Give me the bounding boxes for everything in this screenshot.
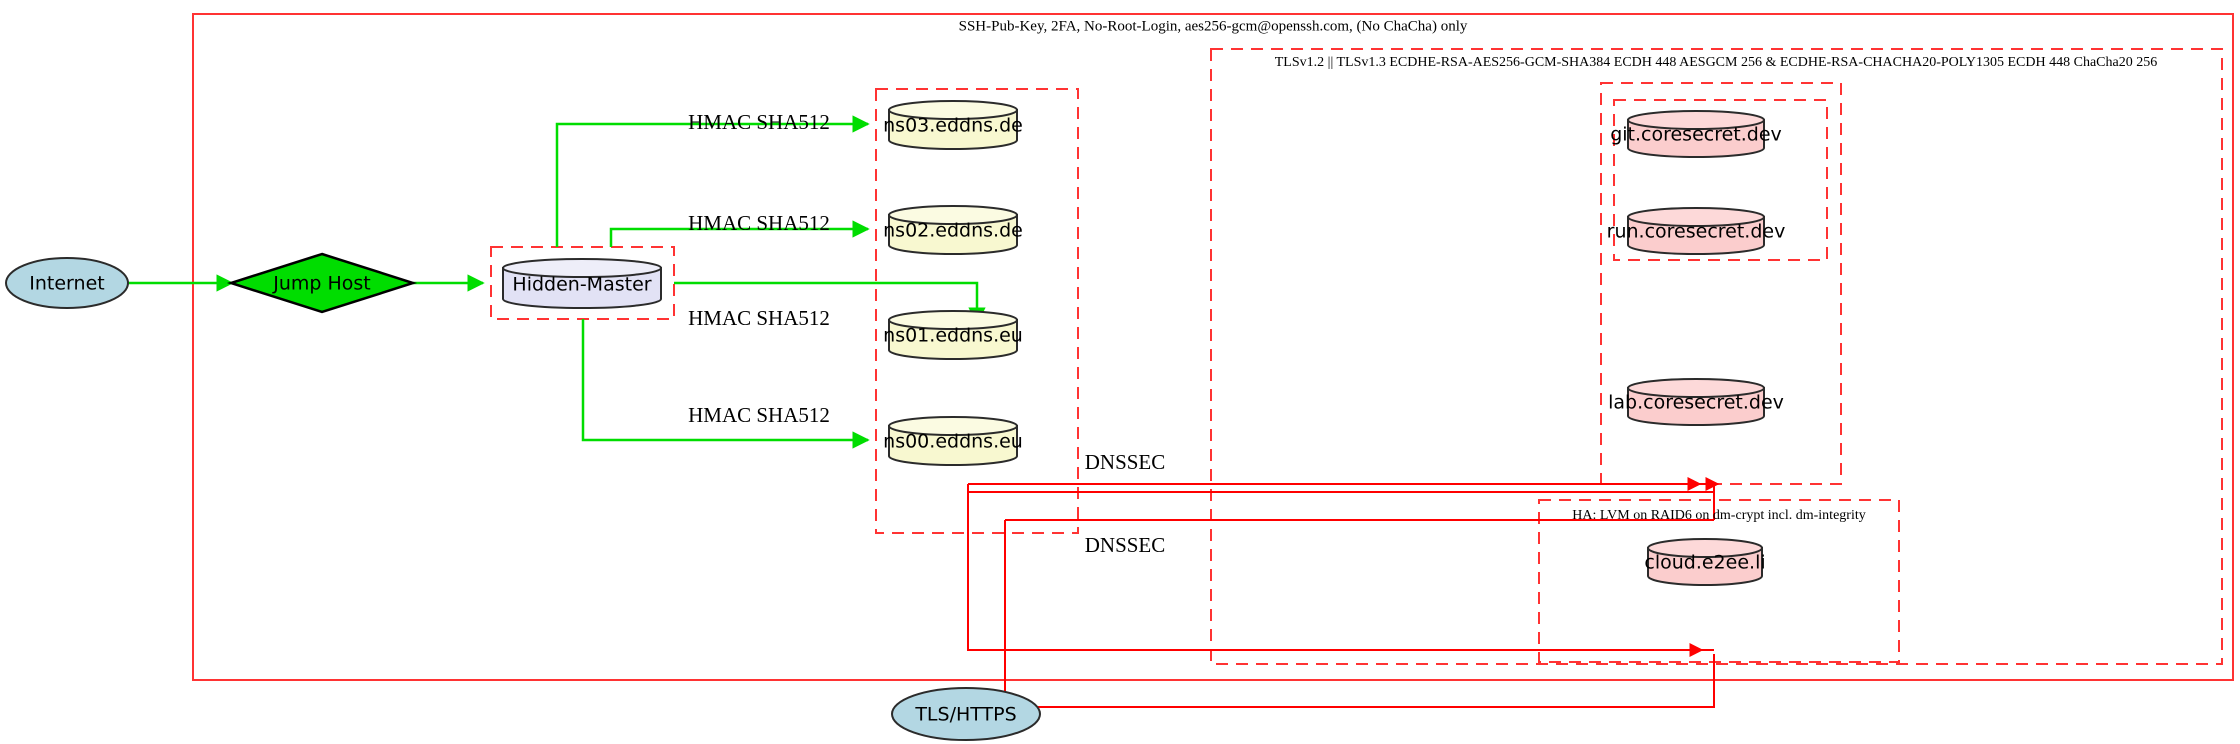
ns02-body bbox=[888, 214, 1018, 255]
edge-master-to-ns00 bbox=[581, 319, 870, 449]
ns00-body bbox=[888, 425, 1018, 466]
cloud-label: cloud.e2ee.li bbox=[1644, 552, 1765, 574]
red-route-a bbox=[967, 484, 1714, 651]
edge-label-dnssec-upper: DNSSEC bbox=[1085, 450, 1166, 474]
hidden-master-top bbox=[502, 258, 662, 278]
node-hidden-master[interactable]: Hidden-Master bbox=[502, 258, 662, 309]
ns02-label: ns02.eddns.de bbox=[883, 220, 1023, 242]
edge-master-to-ns03 bbox=[555, 115, 870, 247]
internet-label: Internet bbox=[29, 273, 104, 295]
jump-host-shape bbox=[226, 252, 418, 314]
git-label: git.coresecret.dev bbox=[1610, 124, 1782, 146]
ns01-label: ns01.eddns.eu bbox=[883, 325, 1023, 347]
ns01-top bbox=[888, 310, 1018, 330]
ns00-label: ns00.eddns.eu bbox=[883, 431, 1023, 453]
ns00-top bbox=[888, 416, 1018, 436]
cluster-label-ha: HA: LVM on RAID6 on dm-crypt incl. dm-in… bbox=[1572, 508, 1865, 523]
edge-dnssec-upper-main bbox=[968, 492, 1718, 560]
ns03-body bbox=[888, 109, 1018, 150]
red-route-e bbox=[1038, 654, 1715, 708]
lab-body bbox=[1627, 387, 1765, 426]
cluster-ha-box bbox=[1538, 499, 1900, 663]
hidden-master-body bbox=[502, 267, 662, 309]
cluster-coresecret-inner-box bbox=[1613, 99, 1828, 261]
ns02-top bbox=[888, 205, 1018, 225]
node-ns01[interactable]: ns01.eddns.eu bbox=[883, 310, 1023, 360]
node-lab-coresecret[interactable]: lab.coresecret.dev bbox=[1608, 378, 1784, 426]
lab-label: lab.coresecret.dev bbox=[1608, 392, 1784, 414]
ns01-body bbox=[888, 319, 1018, 360]
node-ns02[interactable]: ns02.eddns.de bbox=[883, 205, 1023, 255]
cloud-body bbox=[1647, 547, 1763, 586]
hidden-master-label: Hidden-Master bbox=[512, 274, 651, 296]
node-cloud-e2ee[interactable]: cloud.e2ee.li bbox=[1644, 538, 1766, 586]
git-body bbox=[1627, 119, 1765, 158]
internet-shape bbox=[5, 257, 129, 309]
node-tls-https[interactable]: TLS/HTTPS bbox=[891, 687, 1041, 741]
cluster-coresecret-outer-box bbox=[1600, 82, 1842, 485]
edge-dnssec-upper bbox=[967, 484, 1714, 493]
node-jump-host[interactable]: Jump Host bbox=[226, 252, 418, 314]
tls-https-label: TLS/HTTPS bbox=[914, 704, 1016, 726]
edge-label-hmac-ns01: HMAC SHA512 bbox=[688, 306, 830, 330]
cluster-nameservers-box bbox=[875, 88, 1079, 534]
ns03-top bbox=[888, 100, 1018, 120]
lab-top bbox=[1627, 378, 1765, 398]
edge-label-dnssec-lower: DNSSEC bbox=[1085, 533, 1166, 557]
node-ns00[interactable]: ns00.eddns.eu bbox=[883, 416, 1023, 466]
node-ns03[interactable]: ns03.eddns.de bbox=[883, 100, 1023, 150]
edge-master-to-ns01 bbox=[674, 281, 986, 325]
git-top bbox=[1627, 110, 1765, 130]
tls-https-shape bbox=[891, 687, 1041, 741]
cluster-label-ssh: SSH-Pub-Key, 2FA, No-Root-Login, aes256-… bbox=[959, 18, 1468, 34]
run-top bbox=[1627, 207, 1765, 227]
cluster-tls-box bbox=[1210, 48, 2223, 665]
edge-label-hmac-ns03: HMAC SHA512 bbox=[688, 110, 830, 134]
cloud-top bbox=[1647, 538, 1763, 558]
node-git-coresecret[interactable]: git.coresecret.dev bbox=[1610, 110, 1782, 158]
run-body bbox=[1627, 216, 1765, 255]
node-internet[interactable]: Internet bbox=[5, 257, 129, 309]
run-label: run.coresecret.dev bbox=[1607, 221, 1786, 243]
edge-label-hmac-ns02: HMAC SHA512 bbox=[688, 211, 830, 235]
edge-master-to-ns02 bbox=[609, 220, 870, 247]
cluster-ssh-box bbox=[192, 13, 2234, 681]
ns03-label: ns03.eddns.de bbox=[883, 115, 1023, 137]
node-run-coresecret[interactable]: run.coresecret.dev bbox=[1607, 207, 1786, 255]
cluster-label-tls: TLSv1.2 || TLSv1.3 ECDHE-RSA-AES256-GCM-… bbox=[1275, 55, 2157, 70]
jump-host-label: Jump Host bbox=[272, 273, 371, 295]
edge-label-hmac-ns00: HMAC SHA512 bbox=[688, 403, 830, 427]
